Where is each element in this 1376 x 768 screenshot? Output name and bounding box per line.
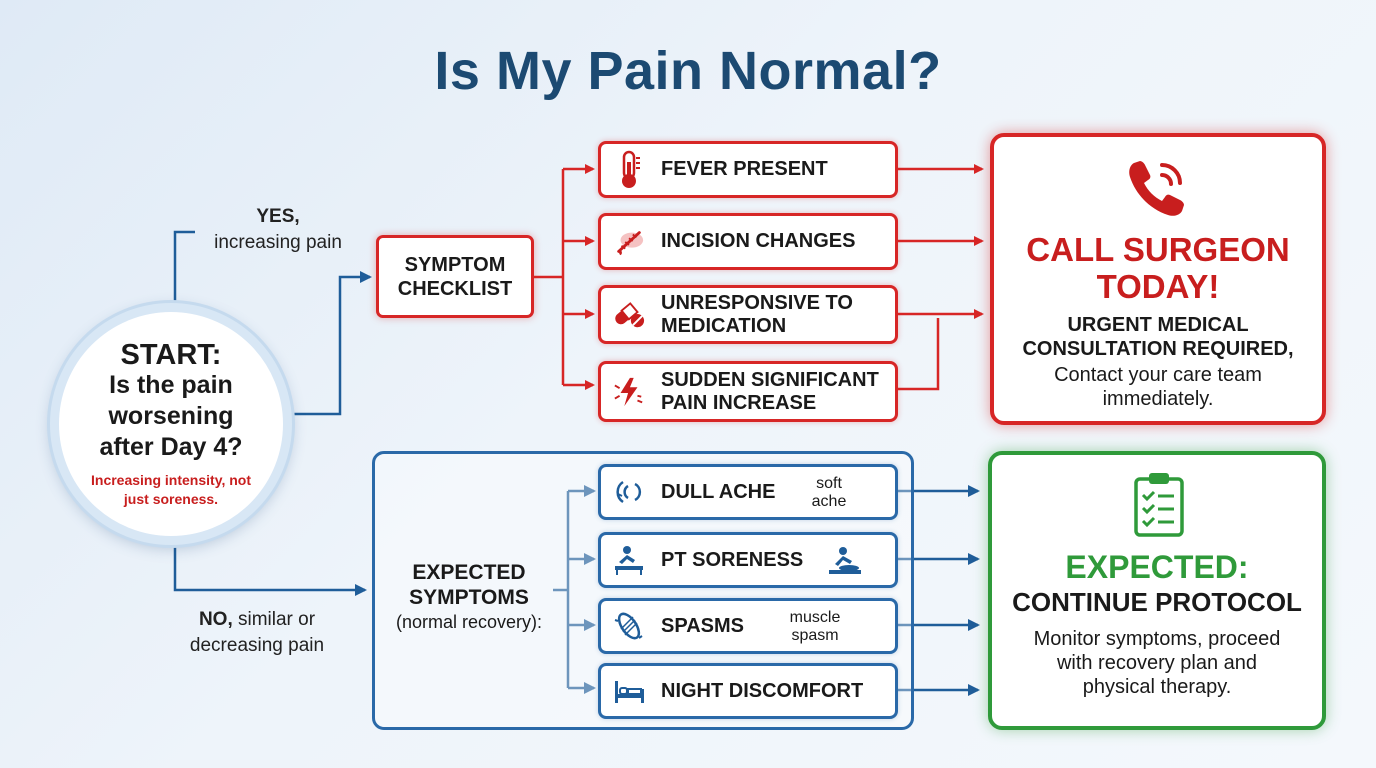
call-surgeon-subtitle-text: URGENT MEDICAL CONSULTATION REQUIRED,: [1022, 314, 1294, 360]
continue-protocol-subtitle: CONTINUE PROTOCOL: [1012, 587, 1302, 617]
thermometer-icon: [613, 150, 645, 188]
red-flag-unresponsive: UNRESPONSIVE TO MEDICATION: [598, 285, 898, 344]
symptom-checklist-node: SYMPTOM CHECKLIST: [376, 235, 534, 318]
red-flag-label: SUDDEN SIGNIFICANT PAIN INCREASE: [661, 368, 879, 414]
call-surgeon-subtitle: URGENT MEDICAL CONSULTATION REQUIRED,: [994, 313, 1322, 361]
red-flag-incision: INCISION CHANGES: [598, 213, 898, 270]
expected-item-note: muscle spasm: [789, 609, 841, 644]
start-to-checklist-arrow: [292, 271, 372, 416]
expected-item-note: soft ache: [811, 475, 847, 510]
pain-spike-icon: [613, 376, 645, 408]
expected-item-label: PT SORENESS: [661, 548, 804, 571]
expected-item-label: NIGHT DISCOMFORT: [661, 679, 864, 702]
clipboard-checklist-icon: [1132, 471, 1186, 537]
no-branch-label: NO, similar or decreasing pain: [172, 607, 342, 659]
expected-symptoms-subtitle: (normal recovery):: [395, 612, 543, 632]
phone-icon: [1124, 155, 1190, 221]
continue-protocol-body-text: Monitor symptoms, proceed with recovery …: [1033, 628, 1281, 698]
start-title: START:: [120, 338, 222, 371]
continue-protocol-body: Monitor symptoms, proceed with recovery …: [992, 627, 1322, 699]
continue-protocol-title: EXPECTED:: [1065, 549, 1249, 585]
yes-branch-label: YES, increasing pain: [198, 204, 358, 256]
yes-branch-text: increasing pain: [214, 232, 342, 253]
expected-symptoms-label: EXPECTED SYMPTOMS (normal recovery):: [378, 560, 560, 634]
bed-icon: [613, 675, 645, 707]
continue-protocol-outcome: EXPECTED: CONTINUE PROTOCOL Monitor symp…: [988, 451, 1326, 730]
call-surgeon-body-text: Contact your care team immediately.: [1054, 364, 1262, 410]
start-question: Is the pain worsening after Day 4?: [99, 370, 243, 461]
red-flag-label: UNRESPONSIVE TO MEDICATION: [661, 291, 853, 337]
start-to-expected-arrow: [173, 542, 367, 596]
red-flag-fever: FEVER PRESENT: [598, 141, 898, 198]
physical-therapy-icon: [613, 544, 645, 576]
call-surgeon-outcome: CALL SURGEON TODAY! URGENT MEDICAL CONSU…: [990, 133, 1326, 425]
no-branch-text: similar or decreasing pain: [189, 609, 325, 656]
call-surgeon-title: CALL SURGEON TODAY!: [994, 231, 1322, 305]
muscle-icon: [613, 610, 645, 642]
start-note: Increasing intensity, not just soreness.: [91, 471, 251, 507]
physical-therapy-icon: [825, 546, 865, 578]
no-branch-bold: NO,: [198, 609, 233, 630]
expected-pt-soreness: PT SORENESS: [598, 532, 898, 588]
start-node: START: Is the pain worsening after Day 4…: [50, 303, 292, 545]
yes-connector: [173, 230, 195, 305]
yes-branch-bold: YES,: [256, 206, 300, 227]
symptom-checklist-label: SYMPTOM CHECKLIST: [397, 253, 513, 300]
red-flag-sudden-pain: SUDDEN SIGNIFICANT PAIN INCREASE: [598, 361, 898, 422]
incision-icon: [613, 226, 645, 258]
expected-symptoms-title: EXPECTED SYMPTOMS: [409, 561, 529, 609]
red-flag-label: INCISION CHANGES: [661, 230, 856, 252]
expected-dull-ache: DULL ACHE soft ache: [598, 464, 898, 520]
dull-ache-icon: [613, 476, 645, 508]
expected-item-label: DULL ACHE: [661, 480, 776, 503]
red-flag-label: FEVER PRESENT: [661, 158, 828, 180]
expected-spasms: SPASMS muscle spasm: [598, 598, 898, 654]
pill-icon: [613, 299, 645, 331]
call-surgeon-body: Contact your care team immediately.: [994, 363, 1322, 411]
call-surgeon-title-text: CALL SURGEON TODAY!: [1026, 231, 1290, 305]
page-title: Is My Pain Normal?: [434, 41, 942, 101]
expected-item-label: SPASMS: [661, 614, 744, 637]
expected-night-discomfort: NIGHT DISCOMFORT: [598, 663, 898, 719]
